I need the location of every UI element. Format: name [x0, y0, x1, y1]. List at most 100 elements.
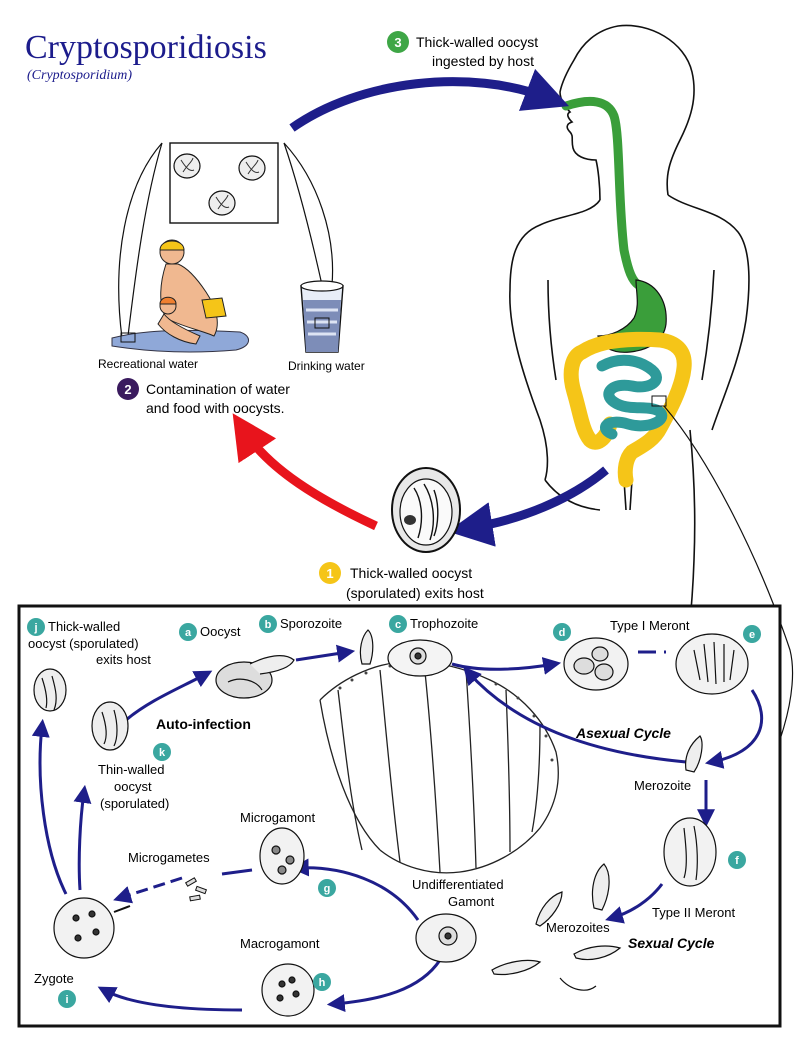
undifferentiated-gamont-drawing	[415, 913, 542, 976]
arrow-ingestion	[289, 68, 570, 132]
stage-k-label-line2: oocyst	[114, 779, 152, 794]
stage-j-label-line3: exits host	[96, 652, 151, 667]
intestine-zoom-box	[651, 395, 667, 407]
stage-b-letter: b	[265, 619, 272, 631]
stage-g-label: Microgamont	[240, 810, 316, 825]
merozoite-label: Merozoite	[634, 778, 691, 793]
step2-badge	[117, 378, 139, 400]
stage-f-badge	[728, 851, 746, 869]
child-swimmer-body	[157, 313, 201, 345]
arrow-e-to-merozoite	[704, 689, 763, 769]
stage-e-badge	[743, 625, 761, 643]
stage-f-label: Type II Meront	[652, 905, 735, 920]
stage-c-badge	[389, 615, 407, 633]
recreational-water-illustration	[111, 239, 249, 353]
arrow-c-to-d	[451, 657, 562, 675]
human-host-figure	[509, 24, 750, 721]
adult-swim-cap	[159, 240, 185, 251]
oocyst-inner-wall	[399, 478, 453, 546]
stage-d-badge	[553, 623, 571, 641]
stage-k-label-line3: (sporulated)	[100, 796, 169, 811]
drinking-water-label: Drinking water	[288, 359, 365, 373]
asexual-cycle-label: Asexual Cycle	[575, 725, 671, 741]
type-one-meront-label: Type I Meront	[610, 618, 690, 633]
step1-label-line2: (sporulated) exits host	[346, 585, 484, 601]
drinking-zoom-box	[314, 317, 330, 329]
arrow-zygote-to-k	[73, 784, 92, 891]
arrow-g-to-microgametes	[221, 868, 253, 876]
stage-i-zygote-drawing	[53, 897, 131, 959]
stage-d-letter: d	[559, 627, 566, 639]
step1-number: 1	[326, 566, 333, 581]
stage-b-label: Sporozoite	[280, 616, 342, 631]
small-intestine	[596, 354, 668, 440]
stage-g-letter: g	[324, 883, 331, 895]
cycle-arrows	[31, 644, 763, 1013]
undifferentiated-label-line1: Undifferentiated	[412, 877, 504, 892]
merozoites-label: Merozoites	[546, 920, 610, 935]
host-torso-right	[667, 194, 750, 431]
arrow-f-to-merozoites	[605, 883, 664, 924]
arrow-zygote-to-j	[31, 718, 68, 895]
stage-j-badge	[27, 618, 45, 636]
arrow-contamination	[232, 413, 378, 531]
stage-k-label-line1: Thin-walled	[98, 762, 164, 777]
cycle-labels: Thick-walled oocyst (sporulated) exits h…	[28, 616, 735, 986]
host-leg-line	[629, 479, 633, 511]
step2-label-line1: Contamination of water	[146, 381, 290, 397]
stage-i-letter: i	[65, 994, 68, 1006]
glass-water	[303, 300, 341, 352]
host-torso-outline	[509, 199, 601, 481]
arrow-microgametes-to-zygote	[113, 876, 183, 904]
stage-a-badge	[179, 623, 197, 641]
stage-c-label: Trophozoite	[410, 616, 478, 631]
stage-j-letter: j	[33, 622, 37, 634]
stage-g-badge	[318, 879, 336, 897]
stage-j-label-line2: oocyst (sporulated)	[28, 636, 139, 651]
host-right-arm	[701, 269, 715, 381]
lifecycle-inset-frame	[17, 604, 782, 1028]
diagram-subtitle: (Cryptosporidium)	[27, 68, 132, 83]
stage-k-oocyst-drawing	[91, 701, 129, 751]
sporulated-oocyst-illustration	[391, 467, 461, 553]
stage-a-oocyst-drawing	[215, 655, 295, 699]
step3-label-line1: Thick-walled oocyst	[416, 34, 538, 50]
step3-number: 3	[394, 35, 401, 50]
undifferentiated-label-line2: Gamont	[448, 894, 495, 909]
host-left-arm	[547, 279, 557, 381]
microgametes-drawing	[184, 877, 208, 902]
stage-f-letter: f	[735, 855, 739, 867]
stage-a-letter: a	[185, 627, 192, 639]
arrow-exit-host	[447, 466, 609, 547]
stage-f-meront-drawing	[663, 817, 717, 887]
stage-d-meront-drawing	[563, 637, 629, 691]
glass-rim	[300, 280, 344, 292]
intestinal-epithelium	[319, 660, 559, 874]
arrow-k-to-a	[125, 670, 213, 722]
stage-j-oocyst-drawing	[33, 668, 67, 712]
stage-i-label: Zygote	[34, 971, 74, 986]
stage-h-letter: h	[319, 977, 326, 989]
stage-c-letter: c	[395, 619, 401, 631]
microgametes-label: Microgametes	[128, 850, 210, 865]
digestive-tract	[561, 96, 794, 821]
oocyst-inset	[169, 142, 279, 224]
stage-k-letter: k	[159, 747, 166, 759]
step3-label-line2: ingested by host	[432, 53, 534, 69]
auto-infection-label: Auto-infection	[156, 716, 251, 732]
adult-swim-trunks	[201, 297, 227, 319]
arrow-merozoite-to-trophozoite	[463, 666, 687, 764]
stage-e-letter: e	[749, 629, 755, 641]
merozoites-drawing	[535, 863, 622, 991]
stage-e-meront-drawing	[675, 633, 749, 695]
step1-badge	[319, 562, 341, 584]
stage-h-macrogamont-drawing	[261, 963, 315, 1017]
diagram-title: Cryptosporidiosis	[25, 29, 267, 66]
host-hip-line	[544, 479, 601, 511]
merozoite-drawing	[685, 735, 703, 773]
host-head-outline	[559, 24, 695, 201]
arrow-a-to-b	[295, 644, 356, 663]
stage-h-label: Macrogamont	[240, 936, 320, 951]
step2-number: 2	[124, 382, 131, 397]
